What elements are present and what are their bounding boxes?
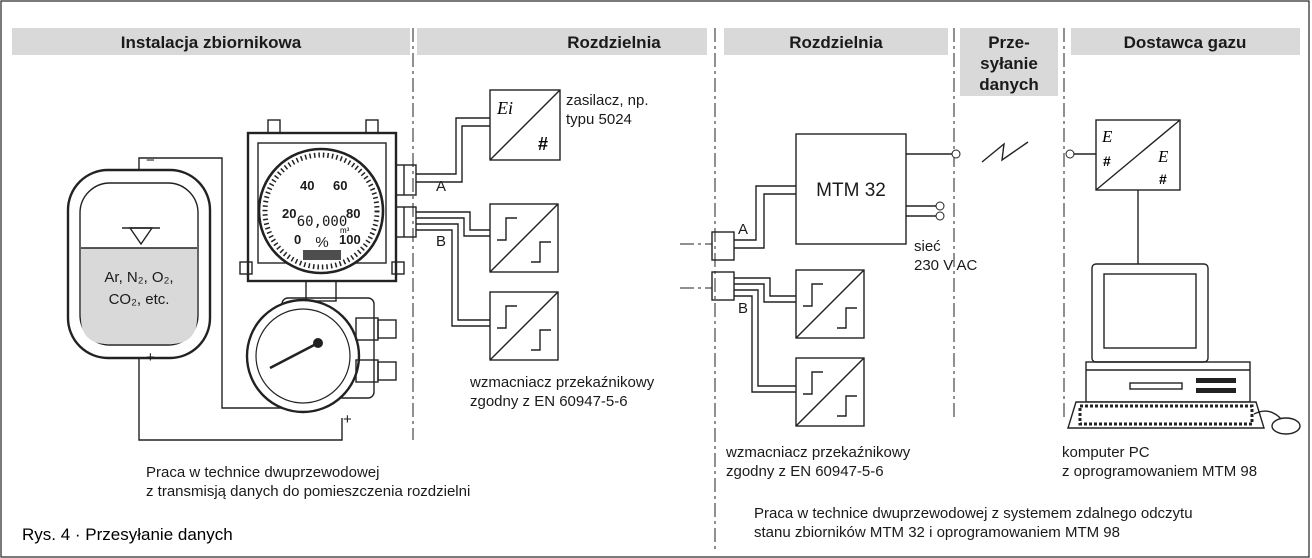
tank-lines <box>138 157 343 441</box>
gauge-tick-20: 20 <box>282 206 296 221</box>
mains-terminal-2 <box>935 211 945 221</box>
relay-amp-1 <box>489 203 559 273</box>
gas-tank: Ar, N₂, O₂, CO₂, etc. − + <box>66 152 212 366</box>
data-transmission-link <box>981 141 1096 163</box>
header-supplier-bar <box>1071 28 1300 55</box>
tank-inner <box>79 182 199 346</box>
level-gauge: 0 20 40 60 80 100 60,000 m³ % − + <box>239 119 417 428</box>
right-port-a <box>711 231 735 261</box>
right-amp-label-1: wzmacniacz przekaźnikowy <box>725 444 911 461</box>
gauge-tick-0: 0 <box>294 232 301 247</box>
separators <box>412 28 1065 552</box>
power-label-2: typu 5024 <box>566 111 632 128</box>
mains-terminal-1 <box>935 201 945 211</box>
right-port-b-label: B <box>738 300 748 317</box>
pc-keyboard <box>1067 401 1265 429</box>
right-port-a-label: A <box>738 221 748 238</box>
left-amp-label-2: zgodny z EN 60947-5-6 <box>470 393 628 410</box>
pressure-needle <box>269 341 319 370</box>
header-transfer-2: syłanie <box>980 54 1038 73</box>
gas-supplier: E # E # komputer PC z oprogramowaniem MT… <box>1062 119 1301 480</box>
header-switch2: Rozdzielnia <box>789 33 883 52</box>
port-a-connector <box>395 164 417 196</box>
right-relay-amp-1 <box>795 269 865 339</box>
port-b-connector <box>395 206 417 238</box>
modem-hash-1: # <box>1103 153 1111 169</box>
tank-gas-line2: CO₂, etc. <box>109 291 170 308</box>
tank-liquid <box>81 248 197 344</box>
header-switch1: Rozdzielnia <box>567 33 661 52</box>
header-row: Instalacja zbiornikowa Rozdzielnia Rozdz… <box>12 28 1300 96</box>
modem-e-2: E <box>1157 147 1169 166</box>
left-caption-2: z transmisją danych do pomieszczenia roz… <box>146 483 470 500</box>
modem-e-1: E <box>1101 127 1113 146</box>
pc-label-2: z oprogramowaniem MTM 98 <box>1062 463 1257 480</box>
level-marker-icon <box>128 227 154 246</box>
figure-caption: Rys. 4 · Przesyłanie danych <box>22 525 233 544</box>
pc-screen <box>1103 273 1197 349</box>
left-amp-label-1: wzmacniacz przekaźnikowy <box>469 374 655 391</box>
mains-label-2: 230 V AC <box>914 257 978 274</box>
right-amp-label-2: zgodny z EN 60947-5-6 <box>726 463 884 480</box>
transmission-icon <box>981 141 1029 163</box>
gauge-dial <box>257 147 385 275</box>
power-supply-symbol: Ei <box>496 98 513 118</box>
header-tank-bar <box>12 28 410 55</box>
gauge-percent: % <box>315 234 328 251</box>
header-switch2-bar <box>724 28 948 55</box>
gauge-tick-60: 60 <box>333 178 347 193</box>
tank-gas-line1: Ar, N₂, O₂, <box>104 269 173 286</box>
mtm32-label: MTM 32 <box>816 180 886 201</box>
pc-label-1: komputer PC <box>1062 444 1150 461</box>
header-supplier: Dostawca gazu <box>1124 33 1247 52</box>
gauge-minus: − <box>308 403 317 420</box>
tank-minus: − <box>146 152 155 169</box>
right-switchroom: A B MTM 32 sieć 230 V AC wzmacniacz prze… <box>680 133 978 480</box>
gauge-tick-40: 40 <box>300 178 314 193</box>
header-transfer-1: Prze- <box>988 33 1030 52</box>
gauge-tick-80: 80 <box>346 206 360 221</box>
power-supply-hash: # <box>538 134 548 154</box>
right-caption-2: stanu zbiorników MTM 32 i oprogramowanie… <box>754 524 1120 541</box>
header-transfer-3: danych <box>979 75 1039 94</box>
left-port-a: A <box>436 178 446 195</box>
right-caption-1: Praca w technice dwuprzewodowej z system… <box>754 505 1193 522</box>
mtm32-unit <box>795 133 907 245</box>
gauge-plus: + <box>343 411 352 428</box>
pressure-dial <box>245 298 361 414</box>
gauge-display: 60,000 <box>297 214 348 230</box>
gauge-unit: m³ <box>340 226 350 235</box>
mains-label-1: sieć <box>914 238 941 255</box>
gauge-tick-100: 100 <box>339 232 361 247</box>
right-port-b <box>711 271 735 301</box>
header-tank: Instalacja zbiornikowa <box>121 33 302 52</box>
left-port-b: B <box>436 233 446 250</box>
tank-plus: + <box>146 349 155 366</box>
right-relay-amp-2 <box>795 357 865 427</box>
relay-amp-2 <box>489 291 559 361</box>
pc-monitor <box>1091 263 1209 363</box>
pc-mouse <box>1271 417 1301 435</box>
modem-hash-2: # <box>1159 171 1167 187</box>
header-transfer-bar <box>960 28 1058 96</box>
power-supply-box <box>489 89 561 161</box>
power-label-1: zasilacz, np. <box>566 92 649 109</box>
header-switch1-bar <box>417 28 707 55</box>
left-switchroom: A B Ei # zasilacz, np. typu 5024 wzmacni… <box>416 89 655 410</box>
left-caption-1: Praca w technice dwuprzewodowej <box>146 464 379 481</box>
